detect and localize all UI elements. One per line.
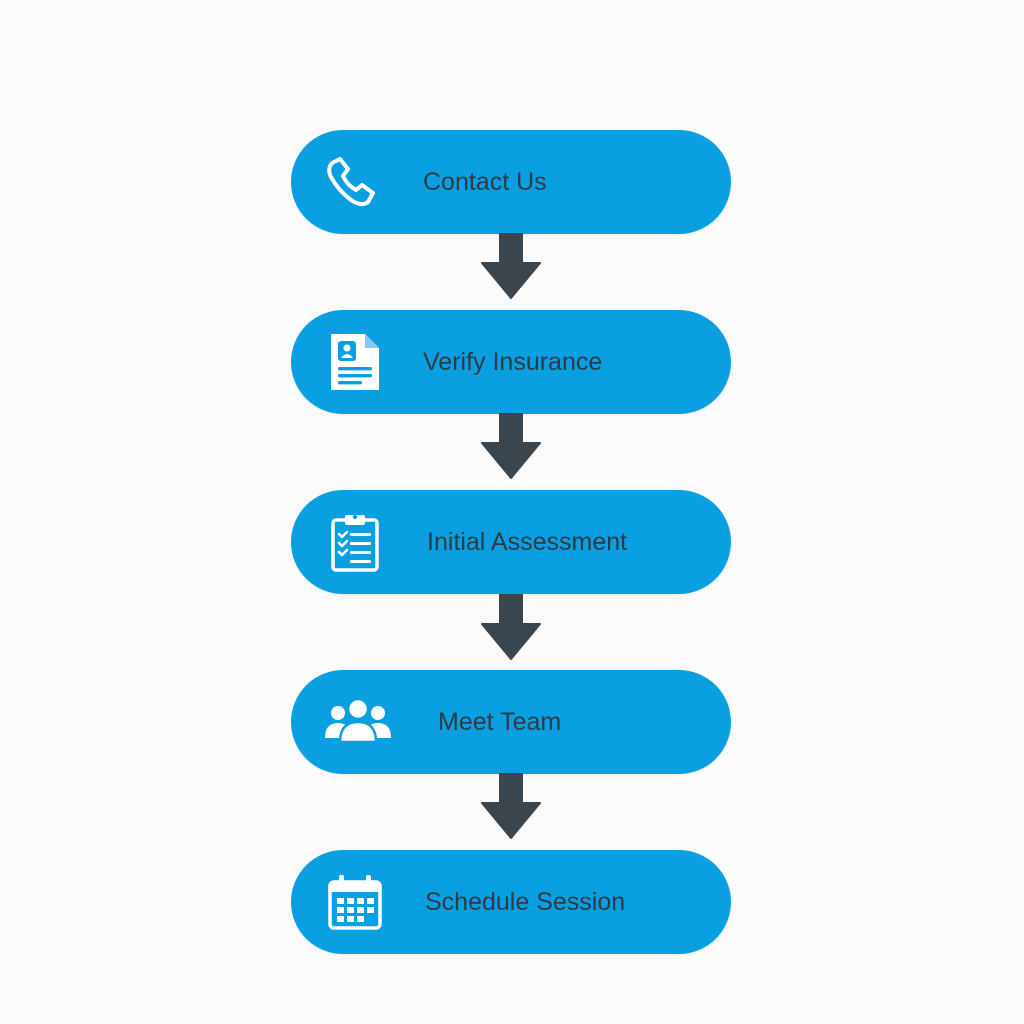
flow-arrow-3 <box>481 594 541 660</box>
step-label-contact-us: Contact Us <box>423 168 547 196</box>
flow-arrow-1 <box>481 233 541 299</box>
flow-arrow-2 <box>481 413 541 479</box>
step-label-initial-assessment: Initial Assessment <box>427 528 628 556</box>
step-label-schedule-session: Schedule Session <box>425 888 626 916</box>
step-verify-insurance[interactable]: Verify Insurance <box>291 310 731 414</box>
step-contact-us[interactable]: Contact Us <box>291 130 731 234</box>
clipboard-checklist-icon <box>325 512 385 572</box>
phone-icon <box>321 152 381 212</box>
flow-arrow-4 <box>481 773 541 839</box>
step-meet-team[interactable]: Meet Team <box>291 670 731 774</box>
step-initial-assessment[interactable]: Initial Assessment <box>291 490 731 594</box>
step-label-verify-insurance: Verify Insurance <box>423 348 603 376</box>
step-schedule-session[interactable]: Schedule Session <box>291 850 731 954</box>
team-icon <box>323 690 393 750</box>
calendar-icon <box>325 872 385 932</box>
insurance-document-icon <box>325 332 385 392</box>
step-label-meet-team: Meet Team <box>438 708 562 736</box>
